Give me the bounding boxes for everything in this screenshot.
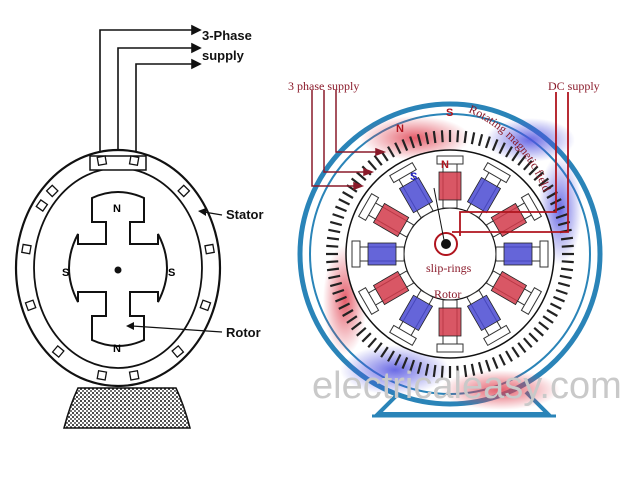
rotor-label-right: Rotor <box>434 287 461 301</box>
rotor-pole <box>437 300 463 352</box>
left-motor-diagram: N N S S 3-Phase supply Stator Rotor <box>16 26 264 428</box>
stator-slot <box>562 246 574 247</box>
stator-bolt <box>205 244 214 253</box>
rotor-shaft <box>115 267 122 274</box>
three-phase-supply-label: 3 phase supply <box>288 79 359 93</box>
stator-slot <box>561 238 573 240</box>
stator-slot <box>442 130 443 142</box>
supply-wires <box>100 26 200 158</box>
pole-bottom-label: N <box>113 343 121 355</box>
motor-base <box>64 388 190 428</box>
rotor-pole <box>352 241 404 267</box>
rotor-pole <box>496 241 548 267</box>
stator-bolt <box>130 156 139 165</box>
rotor-pole-s-label: S <box>410 171 417 183</box>
stator-slot <box>457 130 458 142</box>
field-pole-n-label: N <box>396 123 404 135</box>
pole-left-label: S <box>62 267 69 279</box>
pole-top-label: N <box>113 203 121 215</box>
stator-slot <box>465 131 467 143</box>
field-pole-s-label: S <box>446 107 453 119</box>
rotor-label: Rotor <box>226 325 261 340</box>
stator-slot <box>326 261 338 262</box>
stator-slot <box>562 261 574 262</box>
dc-supply-label: DC supply <box>548 79 600 93</box>
rotor-pole-n-label: N <box>441 159 449 171</box>
watermark-text: electricaleasy.com <box>312 365 622 407</box>
stator-slot <box>561 269 573 271</box>
supply-label-line2: supply <box>202 48 245 63</box>
stator-slot <box>326 246 338 247</box>
supply-label-line1: 3-Phase <box>202 28 252 43</box>
right-motor-diagram: 3 phase supply DC supply N S Rotating ma… <box>288 79 622 416</box>
stator-slot <box>327 238 339 240</box>
slip-rings-label: slip-rings <box>426 261 472 275</box>
stator-bolt <box>200 300 210 310</box>
stator-label: Stator <box>226 207 264 222</box>
stator-bolt <box>130 371 139 380</box>
slip-ring-inner <box>441 239 451 249</box>
pole-right-label: S <box>168 267 175 279</box>
stator-bolt <box>97 156 106 165</box>
stator-slot <box>327 269 339 271</box>
stator-bolt <box>25 300 35 310</box>
stator-bolt <box>97 371 106 380</box>
stator-bolt <box>22 244 31 253</box>
stator-slot <box>434 131 436 143</box>
